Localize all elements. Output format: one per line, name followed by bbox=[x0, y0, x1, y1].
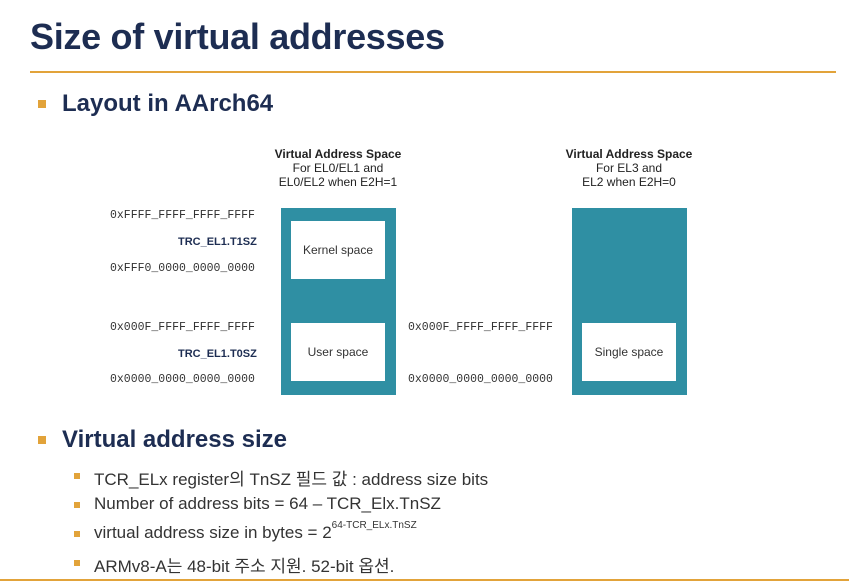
right-diagram-title-line3: EL2 when E2H=0 bbox=[582, 175, 676, 189]
right-diagram-title: Virtual Address Space For EL3 and EL2 wh… bbox=[549, 147, 709, 189]
list-item: Number of address bits = 64 – TCR_Elx.Tn… bbox=[94, 494, 441, 513]
list-bullet bbox=[74, 560, 80, 566]
virtual-address-space-block: Kernel space User space bbox=[281, 208, 396, 395]
title-divider bbox=[30, 71, 836, 73]
user-space-label: User space bbox=[307, 345, 369, 359]
left-diagram-title-main: Virtual Address Space bbox=[274, 147, 402, 161]
list-item-text: virtual address size in bytes = 2 bbox=[94, 523, 332, 542]
address-label: 0x000F_FFFF_FFFF_FFFF bbox=[408, 321, 553, 334]
address-label: 0xFFF0_0000_0000_0000 bbox=[110, 262, 255, 275]
section-bullet bbox=[38, 100, 46, 108]
single-address-space-block: Single space bbox=[572, 208, 687, 395]
user-space-region: User space bbox=[291, 323, 385, 381]
left-diagram-title-line3: EL0/EL2 when E2H=1 bbox=[278, 175, 398, 189]
right-diagram-title-line2: For EL3 and bbox=[595, 161, 663, 175]
address-label: 0x0000_0000_0000_0000 bbox=[110, 373, 255, 386]
list-item: virtual address size in bytes = 264-TCR_… bbox=[94, 520, 417, 543]
right-diagram-title-main: Virtual Address Space bbox=[565, 147, 693, 161]
section-heading-address-size: Virtual address size bbox=[62, 426, 287, 453]
single-space-region: Single space bbox=[582, 323, 676, 381]
exponent: 64-TCR_ELx.TnSZ bbox=[331, 520, 417, 531]
kernel-space-label: Kernel space bbox=[302, 243, 374, 257]
address-label: 0x000F_FFFF_FFFF_FFFF bbox=[110, 321, 255, 334]
section-bullet bbox=[38, 436, 46, 444]
list-bullet bbox=[74, 473, 80, 479]
address-label: 0xFFFF_FFFF_FFFF_FFFF bbox=[110, 209, 255, 222]
address-label: 0x0000_0000_0000_0000 bbox=[408, 373, 553, 386]
list-item: TCR_ELx register의 TnSZ 필드 값 : address si… bbox=[94, 470, 489, 489]
register-label-t0sz: TRC_EL1.T0SZ bbox=[178, 348, 257, 360]
page-title: Size of virtual addresses bbox=[30, 16, 445, 57]
list-bullet bbox=[74, 502, 80, 508]
footer-divider bbox=[0, 579, 849, 581]
left-diagram-title: Virtual Address Space For EL0/EL1 and EL… bbox=[258, 147, 418, 189]
kernel-space-region: Kernel space bbox=[291, 221, 385, 279]
left-diagram-title-line2: For EL0/EL1 and bbox=[292, 161, 384, 175]
list-item: ARMv8-A는 48-bit 주소 지원. 52-bit 옵션. bbox=[94, 557, 395, 576]
section-heading-layout: Layout in AArch64 bbox=[62, 90, 274, 117]
register-label-t1sz: TRC_EL1.T1SZ bbox=[178, 236, 257, 248]
list-bullet bbox=[74, 531, 80, 537]
single-space-label: Single space bbox=[594, 345, 664, 359]
